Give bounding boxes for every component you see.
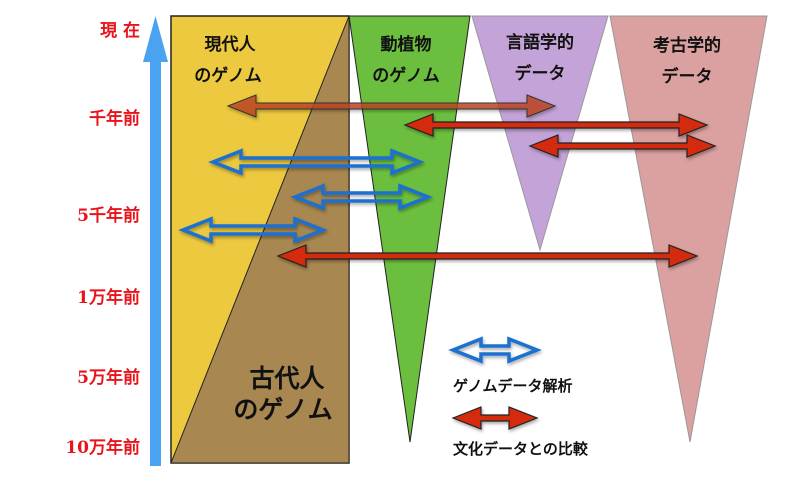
ancient-genome-label-1: 古代人 — [249, 364, 324, 393]
time-label-10000-years: 1万年前 — [77, 287, 140, 308]
archaeological-label-2: データ — [662, 66, 713, 87]
plant-animal-label-2: のゲノム — [372, 65, 440, 86]
time-axis-arrow — [143, 16, 168, 466]
time-label-present: 現 在 — [100, 20, 140, 41]
time-label-50000-years: 5万年前 — [77, 367, 140, 388]
plant-archaeological-comparison-arrow — [403, 113, 709, 137]
ancient-archaeological-comparison-arrow — [276, 244, 699, 268]
ancient-plant-genome-arrow — [290, 183, 433, 211]
time-label-5000-years: 5千年前 — [77, 205, 140, 226]
legend-cultural-comparison-arrow — [451, 406, 539, 430]
modern-genome-label-1: 現代人 — [205, 34, 257, 55]
linguistic-label-1: 言語学的 — [506, 32, 574, 53]
legend-genome-analysis-label: ゲノムデータ解析 — [453, 377, 573, 395]
ancient-genome-area — [170, 15, 350, 464]
modern-ancient-genome-arrow — [178, 216, 328, 244]
legend-genome-analysis-arrow — [448, 336, 542, 364]
modern-plant-genome-arrow — [208, 148, 425, 176]
linguistic-archaeological-comparison-arrow — [528, 134, 717, 158]
time-label-100000-years: 10万年前 — [65, 437, 140, 458]
linguistic-data-area — [471, 15, 609, 252]
archaeological-label-1: 考古学的 — [652, 35, 721, 56]
legend-cultural-comparison-label: 文化データとの比較 — [453, 440, 589, 458]
ancient-genome-label-2: のゲノム — [233, 395, 332, 424]
time-label-1000-years: 千年前 — [89, 108, 140, 129]
modern-linguistic-comparison-arrow — [226, 94, 557, 118]
linguistic-label-2: データ — [515, 63, 566, 84]
plant-animal-label-1: 動植物 — [381, 34, 432, 55]
modern-genome-label-2: のゲノム — [194, 65, 262, 86]
